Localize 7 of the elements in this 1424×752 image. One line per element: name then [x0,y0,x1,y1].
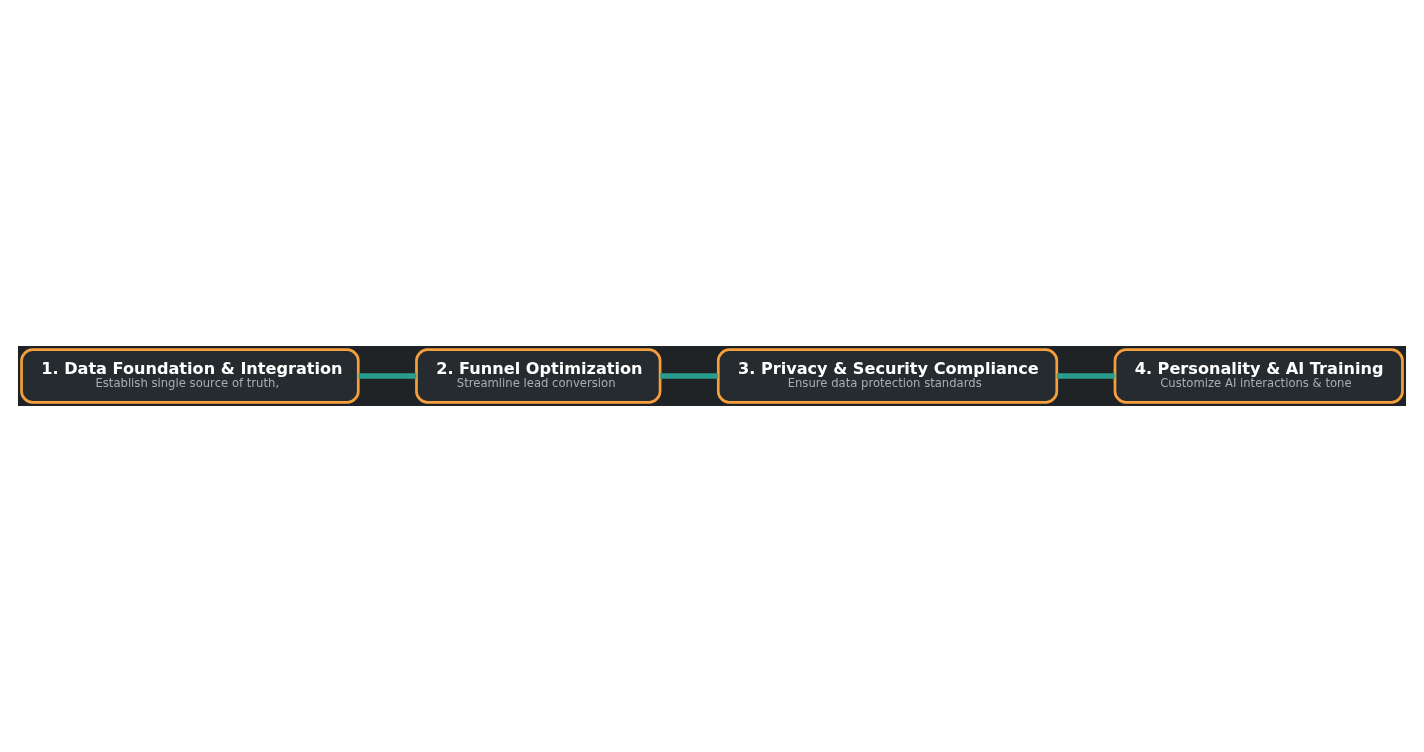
node-box: 1. Data Foundation & Integration Establish single source of truth, [20,348,360,404]
connector [1056,373,1115,379]
connector [358,373,417,379]
node-box: 4. Personality & AI Training Customize AI interactions & tone [1113,348,1404,404]
node-box: 3. Privacy & Security Compliance Ensure data protection standards [716,348,1059,404]
connector [660,373,719,379]
node-box: 2. Funnel Optimization Streamline lead conversion [415,348,662,404]
